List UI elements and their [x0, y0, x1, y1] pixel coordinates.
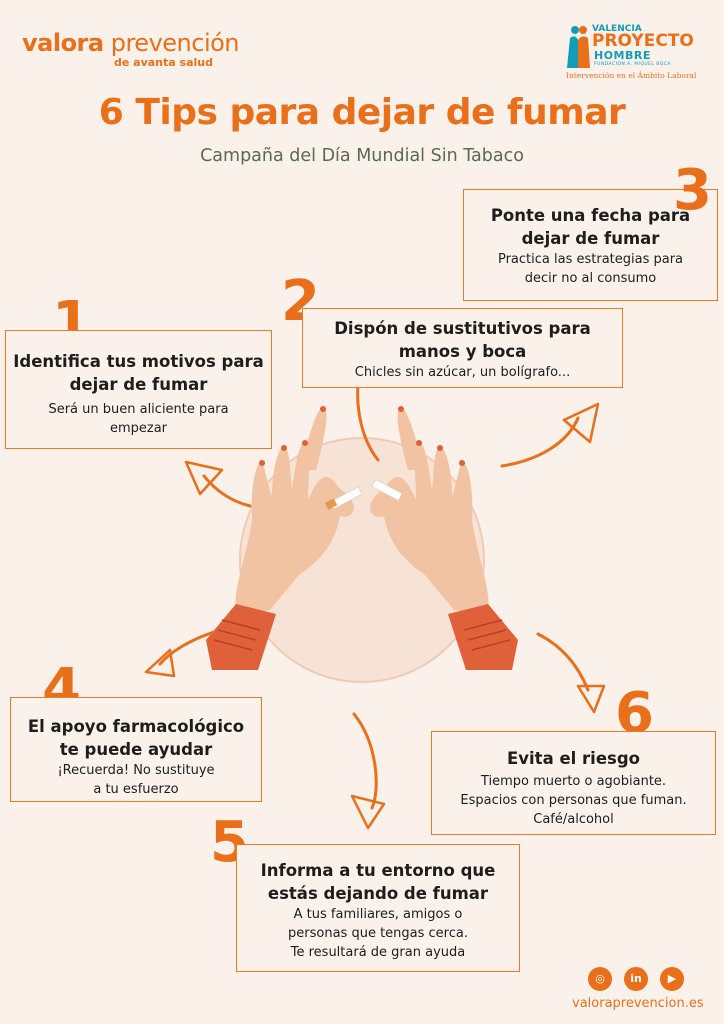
- instagram-icon[interactable]: ◎: [588, 967, 612, 991]
- page-title: 6 Tips para dejar de fumar: [98, 92, 626, 133]
- tip-description: Chicles sin azúcar, un bolígrafo...: [354, 365, 571, 380]
- right-hand: [370, 406, 518, 670]
- brand-logo: valora prevención de avanta salud: [22, 29, 240, 70]
- brand-tagline: de avanta salud: [114, 56, 213, 69]
- page-subtitle: Campaña del Día Mundial Sin Tabaco: [200, 146, 524, 166]
- partner-logo: VALENCIA PROYECTO HOMBRE FUNDACIÓN A. MI…: [566, 24, 697, 80]
- arrow-to-tip-6: [536, 632, 590, 692]
- arrow-to-tip-1: [202, 474, 252, 508]
- broken-cigarette: [324, 479, 403, 510]
- linkedin-icon[interactable]: in: [624, 967, 648, 991]
- arrow-to-tip-3: [500, 416, 580, 468]
- partner-figure-icon: [567, 26, 590, 68]
- tip-number-3: 3: [673, 158, 712, 223]
- arrow-to-tip-5: [352, 712, 378, 810]
- tip-description: Tiempo muerto o agobiante.Espacios con p…: [460, 774, 687, 827]
- tip-card-6: Evita el riesgo Tiempo muerto o agobiant…: [431, 731, 716, 835]
- tip-heading: Evita el riesgo: [507, 749, 640, 768]
- arrow-to-tip-2: [356, 382, 380, 462]
- arrow-to-tip-4: [158, 630, 216, 666]
- website-link[interactable]: valoraprevencion.es: [572, 996, 704, 1011]
- left-hand: [206, 406, 354, 670]
- brand-name: valora prevención: [22, 29, 240, 57]
- youtube-icon[interactable]: ▶: [660, 967, 684, 991]
